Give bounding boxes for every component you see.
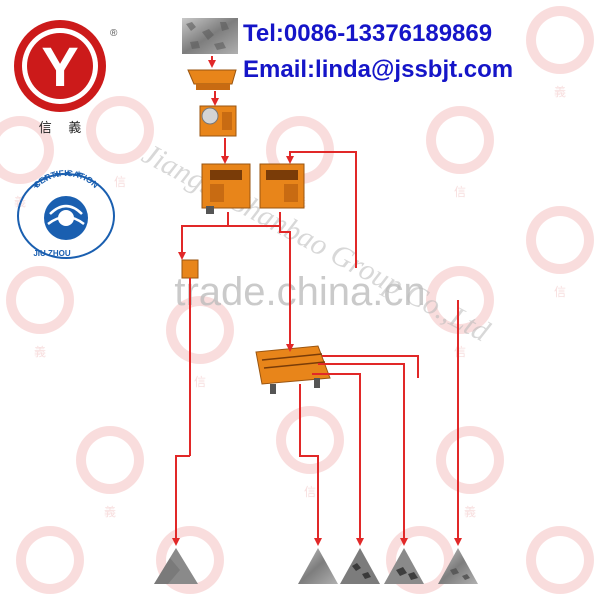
svg-text:信: 信 xyxy=(194,375,206,389)
watermark-logo-tile: 信 xyxy=(526,206,594,299)
jaw-crusher xyxy=(199,105,237,137)
svg-text:義: 義 xyxy=(464,504,476,519)
logo-chinese-name: 信 義 xyxy=(39,120,82,136)
svg-text:★: ★ xyxy=(53,169,61,179)
logo-mark: Y xyxy=(41,35,78,98)
registered-mark: ® xyxy=(110,28,118,39)
svg-text:信: 信 xyxy=(454,345,466,359)
watermark-logo-tile: 信 xyxy=(276,406,344,499)
aggregate-pile-4 xyxy=(438,548,478,584)
impact-crusher-1 xyxy=(201,163,251,214)
aggregate-pile-2 xyxy=(340,548,380,584)
watermark-logo-tile: 義 xyxy=(6,266,74,359)
sand-pile xyxy=(154,548,198,584)
company-logo: Y ® 信 義 xyxy=(14,20,118,136)
svg-text:★: ★ xyxy=(42,173,50,183)
stone-raw-material xyxy=(182,18,238,54)
svg-text:義: 義 xyxy=(104,504,116,519)
svg-text:信: 信 xyxy=(304,485,316,499)
contact-tel: Tel:0086-13376189869 xyxy=(243,20,493,47)
contact-email: Email:linda@jssbjt.com xyxy=(243,56,514,83)
certification-badge: ★★ ★★ ★ CERTIFICATION JIU ZHOU xyxy=(17,168,115,259)
watermark-logo-tile: 義 xyxy=(16,526,84,594)
watermark-logo-tile: 信 xyxy=(526,526,594,594)
svg-text:信: 信 xyxy=(454,185,466,199)
watermark-logo-tile: 信 xyxy=(426,106,494,199)
vibrating-feeder xyxy=(187,69,237,90)
svg-text:信: 信 xyxy=(114,175,126,189)
svg-text:★: ★ xyxy=(75,169,83,179)
watermark-logo-tile: 信 xyxy=(166,296,234,389)
badge-jiuzhou-text: JIU ZHOU xyxy=(33,249,71,258)
watermark-logo-tile: 義 xyxy=(526,6,594,99)
svg-text:★: ★ xyxy=(32,180,40,190)
impact-crusher-2 xyxy=(259,163,305,209)
badge-stars: ★★ ★★ ★ xyxy=(32,168,83,190)
watermark-logo-tile: 信 xyxy=(426,266,494,359)
vibrating-screen xyxy=(255,345,331,394)
watermark-logo-tile: 義 xyxy=(76,426,144,519)
watermark-logo-tile: 信 xyxy=(86,96,154,189)
flow-lines xyxy=(172,56,462,546)
watermark-logo-tile: 義 xyxy=(0,116,54,209)
aggregate-pile-3 xyxy=(384,548,424,584)
svg-text:義: 義 xyxy=(34,344,46,359)
sand-maker xyxy=(181,259,199,279)
aggregate-pile-1 xyxy=(298,548,338,584)
watermark-site-text: trade.china.cn xyxy=(174,270,425,314)
svg-text:★: ★ xyxy=(64,168,72,178)
svg-text:義: 義 xyxy=(554,84,566,99)
svg-text:信: 信 xyxy=(554,285,566,299)
